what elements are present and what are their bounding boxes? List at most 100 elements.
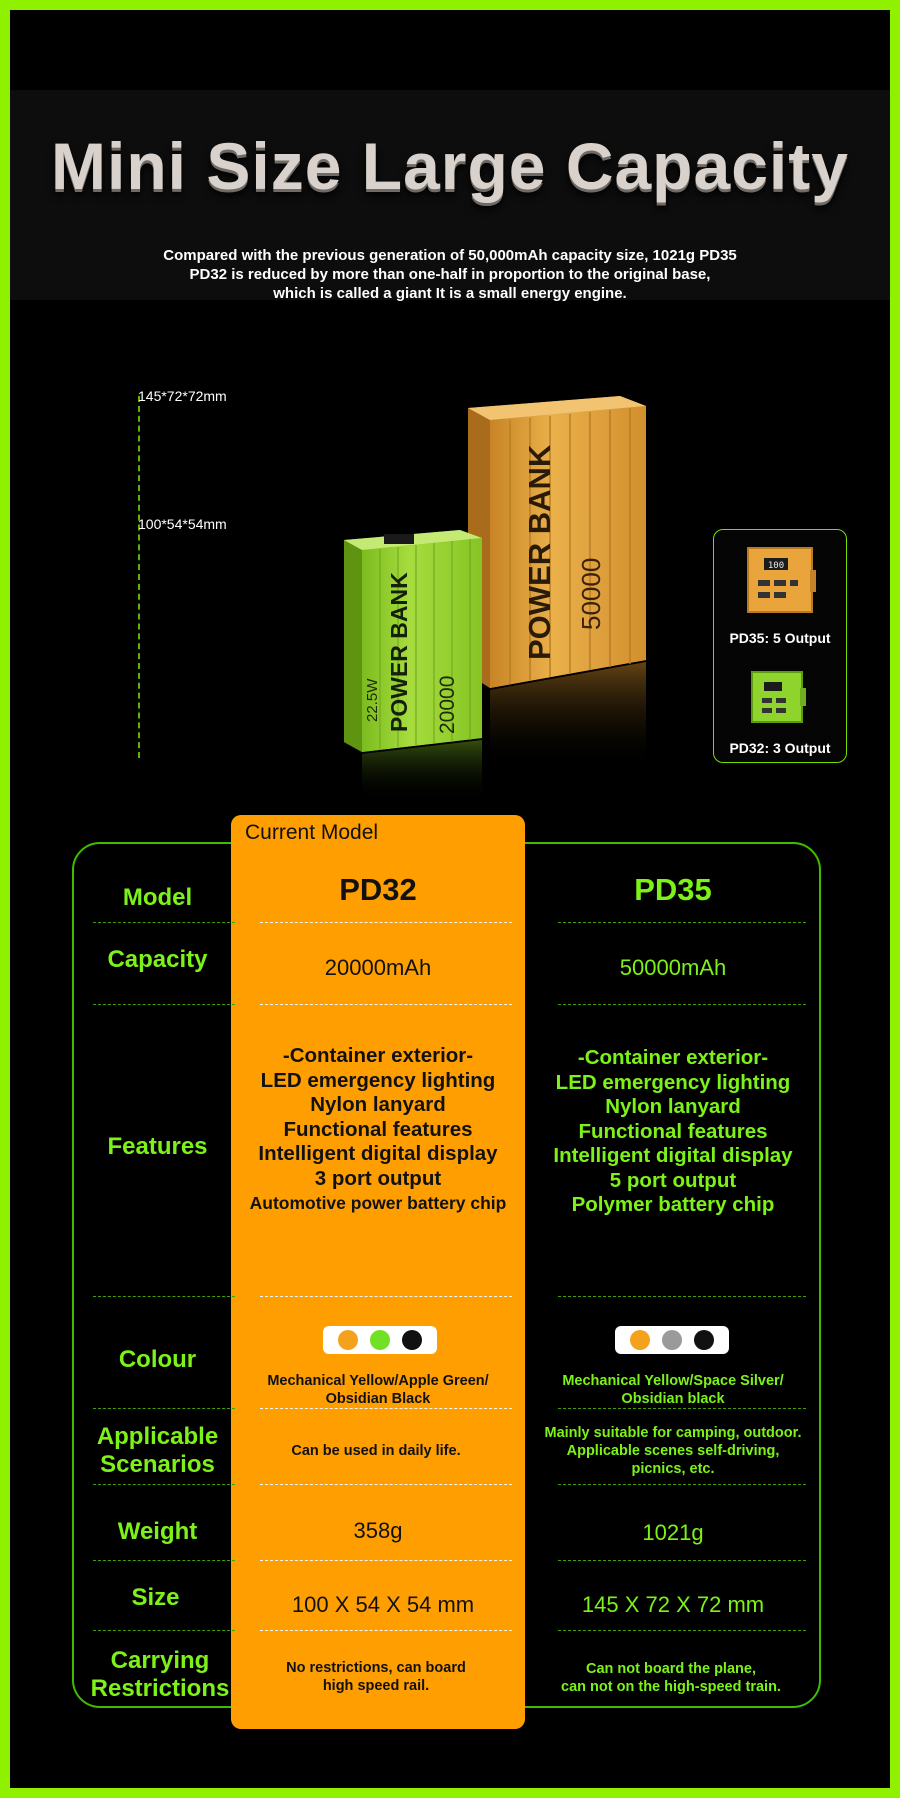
row-divider	[260, 1408, 512, 1409]
output-comparison-inset: 100 PD35: 5 Output PD32: 3 Output	[713, 529, 847, 763]
row-divider	[260, 1630, 512, 1631]
row-label-line: Carrying	[110, 1647, 210, 1674]
pd32-output-label: PD32: 3 Output	[729, 740, 831, 756]
row-divider	[260, 1004, 512, 1005]
row-divider	[558, 1560, 806, 1561]
page-subtitle: Compared with the previous generation of…	[90, 246, 810, 303]
feature-item: 3 port output	[314, 1166, 442, 1190]
scenario-line: Applicable scenes self-driving,	[566, 1443, 780, 1459]
row-label-line: Applicable	[96, 1423, 219, 1450]
colour-name-line: Obsidian Black	[325, 1391, 431, 1407]
row-label-size: Size	[131, 1584, 180, 1611]
pd35-colour-names: Mechanical Yellow/Space Silver/ Obsidian…	[528, 1372, 818, 1408]
pd32-ports-image	[751, 671, 806, 723]
page-title: Mini Size Large Capacity	[51, 129, 849, 203]
pd35-restrictions: Can not board the plane, can not on the …	[526, 1660, 816, 1696]
current-model-column	[231, 815, 525, 1729]
row-divider	[93, 1408, 235, 1409]
pd32-size: 100 X 54 X 54 mm	[291, 1592, 475, 1617]
row-divider	[558, 922, 806, 923]
subtitle-line: Compared with the previous generation of…	[163, 247, 737, 264]
colour-name-line: Mechanical Yellow/Apple Green/	[267, 1373, 489, 1389]
row-label-line: Scenarios	[100, 1451, 215, 1478]
feature-item: LED emergency lighting	[555, 1070, 791, 1094]
row-label-line: Restrictions	[90, 1675, 230, 1702]
pd32-power-mark: 22.5W	[364, 678, 381, 722]
colour-swatch	[694, 1330, 714, 1350]
pd32-power-bank-image: 22.5W POWER BANK 20000	[344, 530, 482, 802]
feature-item: Functional features	[283, 1117, 473, 1141]
restriction-line: high speed rail.	[322, 1678, 430, 1694]
row-label-restrictions: Carrying Restrictions	[80, 1647, 240, 1703]
restriction-line: can not on the high-speed train.	[561, 1679, 781, 1695]
pd35-scenarios: Mainly suitable for camping, outdoor. Ap…	[528, 1424, 818, 1478]
row-label-model: Model	[122, 884, 193, 911]
row-divider	[558, 1630, 806, 1631]
restriction-line: No restrictions, can board	[286, 1660, 466, 1676]
feature-item: LED emergency lighting	[260, 1068, 496, 1092]
small-dimension-label: 100*54*54mm	[138, 516, 227, 532]
pd35-ports-image: 100	[747, 547, 816, 613]
row-divider	[260, 1560, 512, 1561]
pd32-capacity: 20000mAh	[324, 955, 432, 980]
row-label-features: Features	[107, 1133, 208, 1160]
row-divider	[93, 1560, 235, 1561]
colour-name-line: Mechanical Yellow/Space Silver/	[562, 1373, 784, 1389]
row-divider	[260, 922, 512, 923]
pd35-output-label: PD35: 5 Output	[729, 630, 831, 646]
pd32-colour-swatches	[323, 1326, 437, 1354]
pd32-capacity-mark: 20000	[436, 676, 459, 734]
row-divider	[93, 1484, 235, 1485]
colour-swatch	[370, 1330, 390, 1350]
pd32-model: PD32	[339, 872, 417, 907]
scenario-line: picnics, etc.	[631, 1461, 715, 1477]
row-divider	[558, 1004, 806, 1005]
pd35-display-readout: 100	[768, 561, 784, 571]
pd32-features: -Container exterior- LED emergency light…	[231, 1044, 525, 1216]
colour-swatch	[662, 1330, 682, 1350]
pd35-features: -Container exterior- LED emergency light…	[528, 1046, 818, 1218]
hero-band	[10, 90, 890, 300]
page-frame: Mini Size Large Capacity Compared with t…	[10, 10, 890, 1788]
row-divider	[260, 1296, 512, 1297]
pd32-weight: 358g	[353, 1518, 403, 1543]
colour-swatch	[402, 1330, 422, 1350]
feature-item: Intelligent digital display	[258, 1142, 498, 1165]
scenario-line: Mainly suitable for camping, outdoor.	[544, 1425, 802, 1441]
pd32-colour-names: Mechanical Yellow/Apple Green/ Obsidian …	[231, 1372, 525, 1408]
dimension-ruler	[138, 396, 140, 758]
feature-item: 5 port output	[609, 1168, 737, 1192]
row-divider	[93, 1630, 235, 1631]
row-label-colour: Colour	[118, 1346, 197, 1373]
restriction-line: Can not board the plane,	[586, 1661, 756, 1677]
pd32-scenarios: Can be used in daily life.	[291, 1443, 461, 1459]
row-divider	[558, 1296, 806, 1297]
feature-item: -Container exterior-	[577, 1046, 769, 1069]
subtitle-line: PD32 is reduced by more than one-half in…	[189, 266, 711, 283]
feature-item: -Container exterior-	[282, 1044, 474, 1067]
feature-item: Nylon lanyard	[310, 1093, 446, 1116]
pd35-model: PD35	[634, 872, 712, 907]
row-divider	[558, 1408, 806, 1409]
pd35-capacity: 50000mAh	[619, 955, 727, 980]
pd32-product-label: POWER BANK	[386, 572, 412, 732]
feature-item: Functional features	[578, 1119, 768, 1143]
row-label-capacity: Capacity	[107, 946, 208, 973]
subtitle-line: which is called a giant It is a small en…	[273, 285, 627, 302]
pd32-restrictions: No restrictions, can board high speed ra…	[231, 1659, 521, 1695]
row-divider	[93, 1004, 235, 1005]
large-dimension-label: 145*72*72mm	[138, 388, 227, 404]
row-divider	[93, 1296, 235, 1297]
feature-item: Intelligent digital display	[553, 1144, 793, 1167]
pd35-colour-swatches	[615, 1326, 729, 1354]
current-model-label: Current Model	[245, 821, 379, 844]
colour-swatch	[338, 1330, 358, 1350]
pd35-product-label: POWER BANK	[522, 444, 557, 660]
colour-name-line: Obsidian black	[621, 1391, 725, 1407]
pd35-power-bank-image: POWER BANK 50000	[468, 396, 646, 770]
feature-item: Automotive power battery chip	[249, 1193, 507, 1213]
feature-item: Nylon lanyard	[605, 1095, 741, 1118]
row-label-weight: Weight	[117, 1518, 198, 1545]
row-divider	[93, 922, 235, 923]
colour-swatch	[630, 1330, 650, 1350]
